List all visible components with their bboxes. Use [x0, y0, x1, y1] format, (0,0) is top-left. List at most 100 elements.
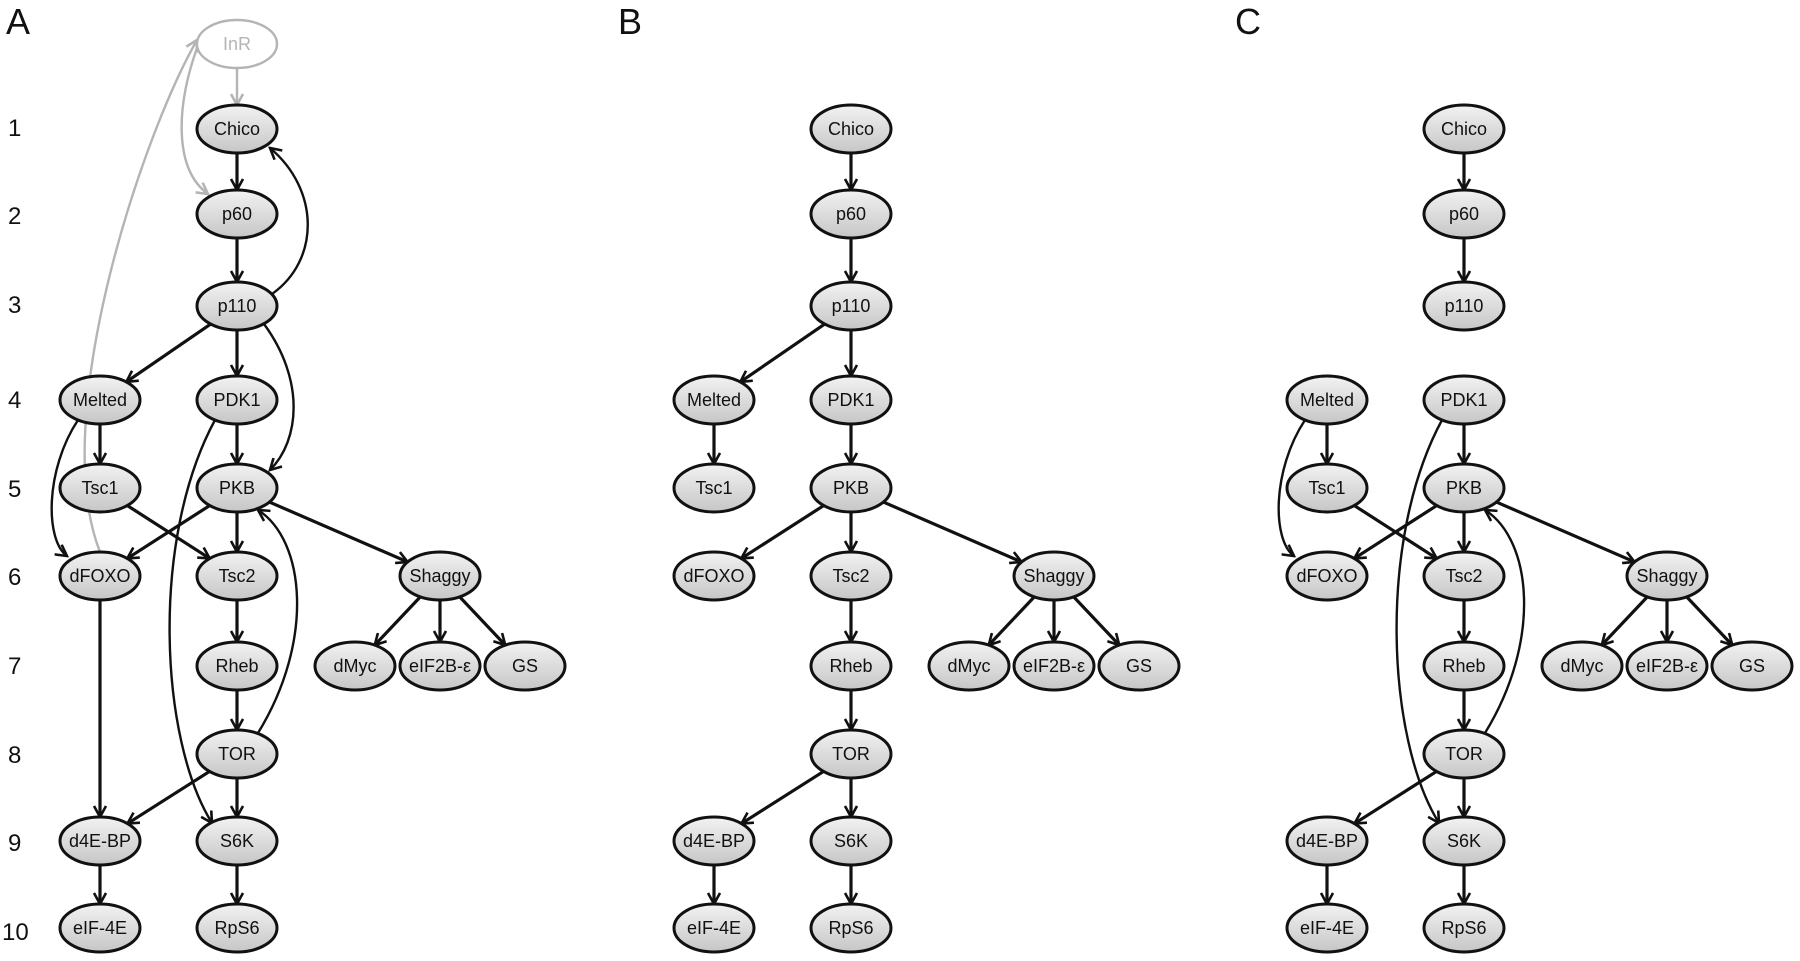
node-tsc2-c: Tsc2	[1422, 550, 1506, 602]
node-label: p60	[1449, 204, 1479, 224]
node-shape	[313, 640, 397, 692]
node-label: S6K	[220, 831, 254, 851]
node-shape	[58, 374, 142, 426]
node-shape	[809, 462, 893, 514]
node-shape	[195, 18, 279, 70]
node-s6k-b: S6K	[809, 815, 893, 867]
node-gs-a: GS	[483, 640, 567, 692]
node-label: InR	[223, 34, 251, 54]
edge-pkb-dfoxo	[127, 504, 211, 559]
node-tor-b: TOR	[809, 728, 893, 780]
node-label: Melted	[687, 390, 741, 410]
node-melted-b: Melted	[672, 374, 756, 426]
node-label: eIF2B-ε	[1636, 656, 1698, 676]
node-shape	[1012, 550, 1096, 602]
node-shape	[1422, 815, 1506, 867]
node-label: Melted	[73, 390, 127, 410]
node-pdk1-a: PDK1	[195, 374, 279, 426]
node-shape	[1285, 462, 1369, 514]
node-shape	[1285, 902, 1369, 954]
node-label: d4E-BP	[1296, 831, 1358, 851]
node-shape	[58, 902, 142, 954]
node-shape	[58, 815, 142, 867]
panel-letter-b: B	[618, 1, 642, 42]
node-shape	[1097, 640, 1181, 692]
node-shape	[1422, 374, 1506, 426]
node-shape	[58, 462, 142, 514]
edge-shaggy-gs	[458, 595, 506, 645]
node-label: TOR	[218, 744, 256, 764]
edge-melted-dfoxo	[1277, 419, 1307, 556]
node-label: PKB	[833, 478, 869, 498]
node-s6k-c: S6K	[1422, 815, 1506, 867]
edge-p110-melted	[740, 322, 826, 382]
node-shape	[1422, 462, 1506, 514]
node-shape	[809, 188, 893, 240]
node-shape	[1540, 640, 1624, 692]
node-melted-c: Melted	[1285, 374, 1369, 426]
node-label: GS	[512, 656, 538, 676]
level-label-9: 9	[8, 830, 21, 857]
node-shape	[927, 640, 1011, 692]
node-label: Chico	[1441, 119, 1487, 139]
node-shape	[195, 640, 279, 692]
node-label: S6K	[834, 831, 868, 851]
node-label: RpS6	[214, 918, 259, 938]
edge-pdk1-s6k	[168, 419, 217, 823]
node-label: Chico	[828, 119, 874, 139]
edge-p110-melted	[126, 322, 212, 382]
node-p110-c: p110	[1422, 280, 1506, 332]
node-rheb-c: Rheb	[1422, 640, 1506, 692]
edge-pkb-shaggy	[1495, 500, 1634, 562]
level-label-4: 4	[8, 387, 21, 414]
node-shaggy-c: Shaggy	[1625, 550, 1709, 602]
edge-inr-p60	[180, 47, 208, 194]
node-dmyc-b: dMyc	[927, 640, 1011, 692]
node-label: Tsc2	[218, 566, 255, 586]
node-label: RpS6	[1441, 918, 1486, 938]
node-shape	[1285, 374, 1369, 426]
edge-shaggy-dmyc	[375, 595, 422, 645]
level-label-5: 5	[8, 476, 21, 503]
node-label: p110	[1445, 296, 1484, 316]
node-label: PDK1	[827, 390, 874, 410]
node-pdk1-b: PDK1	[809, 374, 893, 426]
node-pkb-b: PKB	[809, 462, 893, 514]
node-label: Shaggy	[1023, 566, 1084, 586]
node-label: dMyc	[947, 656, 990, 676]
node-tsc2-a: Tsc2	[195, 550, 279, 602]
edge-tor-pkb	[1485, 510, 1526, 734]
node-shape	[195, 550, 279, 602]
node-shape	[195, 103, 279, 155]
node-label: eIF-4E	[73, 918, 127, 938]
node-shape	[1422, 728, 1506, 780]
node-label: Shaggy	[1636, 566, 1697, 586]
node-label: Tsc2	[1445, 566, 1482, 586]
node-label: Rheb	[215, 656, 258, 676]
node-shape	[58, 550, 142, 602]
node-label: dFOXO	[1296, 566, 1357, 586]
edge-tor-pkb	[258, 510, 299, 734]
node-d4ebp-c: d4E-BP	[1285, 815, 1369, 867]
node-p110-a: p110	[195, 280, 279, 332]
level-labels: 1 2 3 4 5 6 7 8 9 10	[2, 115, 29, 946]
node-label: eIF2B-ε	[409, 656, 471, 676]
edge-pkb-shaggy	[268, 500, 407, 562]
edge-tor-d4ebp	[741, 770, 825, 823]
node-shape	[1285, 815, 1369, 867]
node-inr-a: InR	[195, 18, 279, 70]
node-rps6-c: RpS6	[1422, 902, 1506, 954]
node-shape	[398, 550, 482, 602]
node-gs-c: GS	[1710, 640, 1794, 692]
node-shape	[809, 374, 893, 426]
node-label: GS	[1126, 656, 1152, 676]
node-p60-a: p60	[195, 188, 279, 240]
node-shape	[195, 374, 279, 426]
panel-letter-c: C	[1235, 1, 1261, 42]
edge-tor-d4ebp	[127, 770, 211, 823]
node-shape	[1422, 280, 1506, 332]
edge-shaggy-gs	[1685, 595, 1733, 645]
node-label: eIF-4E	[1300, 918, 1354, 938]
node-label: dMyc	[333, 656, 376, 676]
